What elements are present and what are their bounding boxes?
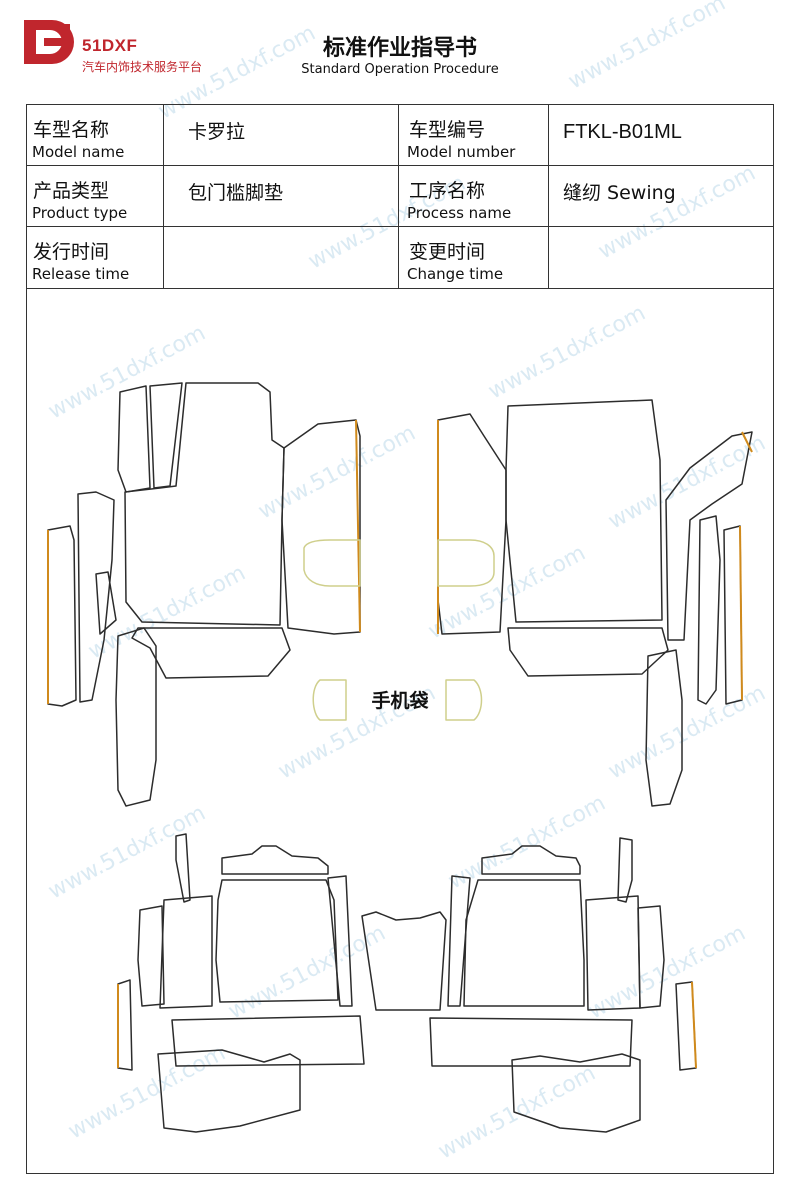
- process-name-label-en: Process name: [407, 204, 512, 222]
- release-time-label-en: Release time: [32, 265, 130, 283]
- logo-name: 51DXF: [82, 36, 138, 55]
- rear-right-lower-panel: [511, 1053, 641, 1133]
- right-front-diagonal-seam: [741, 431, 753, 453]
- right-sill-inner: [697, 515, 721, 705]
- phone-pocket-right: [445, 679, 483, 721]
- logo-mark-icon: [24, 20, 74, 64]
- model-number-label-en: Model number: [407, 143, 516, 161]
- change-time-label-cell: 变更时间 Change time: [399, 227, 549, 289]
- rear-left-top-bump: [221, 845, 329, 875]
- model-number-label-cell: 车型编号 Model number: [399, 105, 549, 166]
- product-type-label-en: Product type: [32, 204, 128, 222]
- right-front-pocket-outline: [437, 539, 495, 587]
- right-front-side-strip: [437, 413, 507, 635]
- change-time-label: 变更时间: [409, 241, 486, 263]
- rear-center-tunnel: [361, 911, 447, 1011]
- rear-left-long-strip: [171, 1015, 365, 1067]
- left-rear-foot-extension: [115, 627, 157, 807]
- model-number-value-cell: FTKL-B01ML: [549, 105, 773, 166]
- rear-right-top-bump: [481, 845, 581, 875]
- rear-right-long-strip: [429, 1017, 633, 1067]
- product-type-label-cell: 产品类型 Product type: [27, 166, 164, 227]
- left-front-lower-rim: [131, 627, 291, 679]
- left-front-side-strip: [281, 419, 361, 635]
- left-front-main-panel: [124, 382, 285, 626]
- left-front-upper-strip-2: [149, 382, 183, 489]
- phone-pocket-left: [312, 679, 347, 721]
- left-front-pocket-outline: [303, 539, 361, 587]
- product-type-value: 包门槛脚垫: [188, 182, 284, 204]
- right-sill-seam: [739, 525, 743, 701]
- product-type-value-cell: 包门槛脚垫: [164, 166, 399, 227]
- rear-right-main-panel: [463, 879, 585, 1007]
- rear-right-side-strip: [585, 895, 641, 1011]
- rear-right-front-strip: [617, 837, 633, 903]
- product-type-label: 产品类型: [33, 180, 110, 202]
- document-frame: 车型名称 Model name 卡罗拉 车型编号 Model number FT…: [26, 104, 774, 1174]
- brand-logo: 51DXF 汽车内饰技术服务平台: [22, 16, 242, 74]
- right-front-lower-rim: [507, 627, 669, 677]
- rear-left-side-strip: [159, 895, 213, 1009]
- model-name-label-en: Model name: [32, 143, 125, 161]
- process-name-label-cell: 工序名称 Process name: [399, 166, 549, 227]
- model-number-value: FTKL-B01ML: [563, 121, 682, 143]
- model-name-label-cell: 车型名称 Model name: [27, 105, 164, 166]
- model-name-value: 卡罗拉: [188, 121, 246, 143]
- process-name-value: 缝纫 Sewing: [563, 182, 676, 204]
- rear-right-inner-strip: [447, 875, 471, 1007]
- rear-left-inner-strip: [327, 875, 353, 1007]
- process-name-value-cell: 缝纫 Sewing: [549, 166, 773, 227]
- logo-subtitle: 汽车内饰技术服务平台: [82, 60, 203, 74]
- right-front-main-panel: [505, 399, 663, 623]
- rear-right-outer-curve: [637, 905, 665, 1009]
- rear-left-outer-curve: [137, 905, 165, 1007]
- phone-pocket-label: 手机袋: [371, 690, 429, 712]
- left-sill-inner: [77, 491, 115, 703]
- release-time-label: 发行时间: [33, 241, 110, 263]
- rear-left-front-strip: [175, 833, 191, 903]
- right-sill-outer: [723, 525, 743, 705]
- document-title: 标准作业指导书: [322, 36, 477, 61]
- left-front-side-seam: [355, 419, 361, 633]
- left-front-upper-strip: [117, 385, 151, 493]
- left-sill-outer: [47, 525, 77, 707]
- document-subtitle: Standard Operation Procedure: [301, 62, 499, 77]
- process-name-label: 工序名称: [409, 180, 486, 202]
- rear-right-sill-seam: [691, 981, 697, 1069]
- rear-left-lower-panel: [157, 1049, 301, 1133]
- right-front-diagonal-strip: [665, 431, 753, 641]
- release-time-value-cell: [164, 227, 399, 289]
- change-time-label-en: Change time: [407, 265, 504, 283]
- rear-left-main-panel: [215, 879, 339, 1003]
- right-rear-foot-extension: [645, 649, 683, 807]
- model-name-label: 车型名称: [33, 119, 110, 141]
- model-name-value-cell: 卡罗拉: [164, 105, 399, 166]
- model-number-label: 车型编号: [409, 119, 486, 141]
- rear-left-sill: [117, 979, 133, 1071]
- left-sill-triangle: [95, 571, 117, 635]
- release-time-label-cell: 发行时间 Release time: [27, 227, 164, 289]
- change-time-value-cell: [549, 227, 773, 289]
